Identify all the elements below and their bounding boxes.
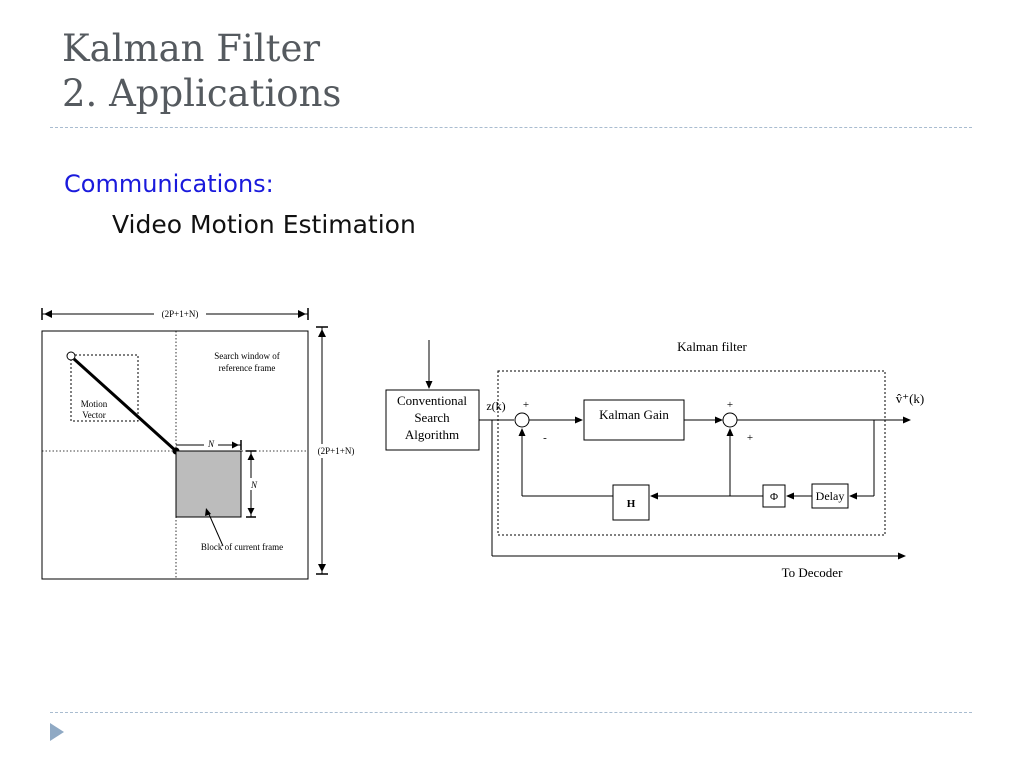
search-window-label-1: Search window of bbox=[214, 351, 279, 361]
search-line-1: Conventional bbox=[397, 393, 467, 408]
delay-label: Delay bbox=[816, 489, 845, 503]
search-window-label-2: reference frame bbox=[219, 363, 276, 373]
candidate-block bbox=[70, 354, 139, 422]
block-label: Block of current frame bbox=[201, 542, 283, 552]
h-block bbox=[612, 484, 650, 521]
motion-estimation-figure: (2P+1+N) Search window of reference fram… bbox=[41, 308, 360, 580]
sum1-plus: + bbox=[523, 399, 529, 411]
n-vertical-label: N bbox=[250, 480, 258, 490]
motion-vector-origin bbox=[66, 351, 76, 361]
motion-vector-label-2: Vector bbox=[82, 410, 106, 420]
slide-title: Kalman Filter 2. Applications bbox=[62, 26, 341, 116]
kalman-filter-boundary bbox=[497, 370, 886, 536]
title-line-1: Kalman Filter bbox=[62, 27, 321, 70]
summing-junction-1 bbox=[514, 412, 530, 428]
search-line-3: Algorithm bbox=[405, 427, 459, 442]
phi-label: Φ bbox=[770, 491, 778, 503]
motion-vector-arrow bbox=[72, 357, 178, 453]
title-divider bbox=[50, 127, 972, 128]
kalman-filter-label: Kalman filter bbox=[677, 339, 747, 354]
section-subheading: Video Motion Estimation bbox=[112, 210, 416, 239]
search-line-2: Search bbox=[414, 410, 450, 425]
height-label: (2P+1+N) bbox=[318, 446, 355, 456]
kalman-gain-label: Kalman Gain bbox=[599, 407, 669, 422]
current-block bbox=[175, 450, 242, 518]
output-label: v̂⁺(k) bbox=[896, 391, 925, 406]
width-label: (2P+1+N) bbox=[162, 309, 199, 319]
zk-label: z(k) bbox=[486, 399, 505, 413]
summing-junction-2 bbox=[722, 412, 738, 428]
footer-divider bbox=[50, 712, 972, 713]
sum2-plus-top: + bbox=[727, 399, 733, 411]
conventional-search-block bbox=[385, 389, 480, 451]
h-label: H bbox=[627, 498, 636, 510]
title-line-2: 2. Applications bbox=[62, 72, 342, 115]
search-window-frame bbox=[41, 330, 309, 580]
sum2-plus-bottom: + bbox=[747, 432, 753, 444]
motion-vector-label-1: Motion bbox=[81, 399, 108, 409]
section-heading: Communications: bbox=[64, 170, 274, 198]
sum1-minus: - bbox=[543, 432, 547, 444]
slide-marker-icon bbox=[50, 723, 64, 741]
kalman-block-diagram: Kalman filter Conventional Search Algori… bbox=[385, 339, 925, 580]
n-horizontal-label: N bbox=[207, 439, 215, 449]
decoder-label: To Decoder bbox=[782, 565, 843, 580]
